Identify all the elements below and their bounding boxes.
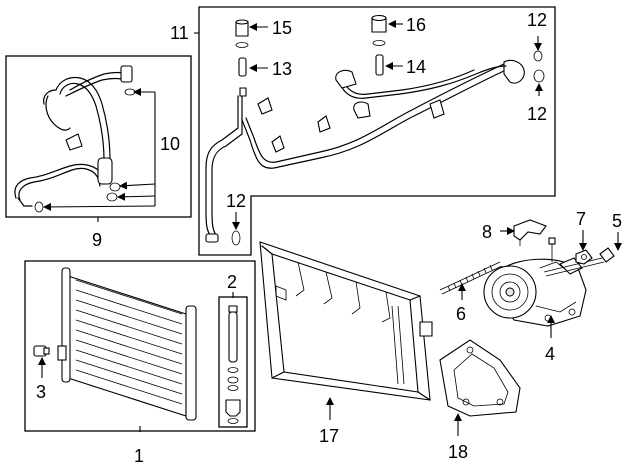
callout-5: 5 [612,211,622,231]
compressor [483,257,587,327]
callout-16: 16 [406,15,426,35]
callout-13: 13 [272,59,292,79]
cap [235,19,249,48]
condenser-fitting [33,345,50,357]
callout-11: 11 [170,23,189,43]
line-group-frame [198,6,556,256]
callout-14: 14 [406,57,426,77]
condenser [57,267,197,421]
callout-2: 2 [227,272,237,292]
service-cap [371,14,387,46]
callout-18: 18 [448,442,468,462]
mount-bracket [439,339,521,417]
callout-12-right: 12 [527,104,547,124]
callout-7: 7 [576,209,586,229]
leader-lines [38,20,622,436]
callout-1: 1 [134,446,144,466]
callout-6: 6 [456,304,466,324]
o-ring [231,50,545,246]
callout-4: 4 [545,344,555,364]
callout-3: 3 [36,382,46,402]
callout-12-top: 12 [527,10,547,30]
callout-12-left: 12 [226,191,246,211]
service-valve [375,54,384,76]
compressor-bolt [543,247,615,277]
callout-17: 17 [319,426,339,446]
ac-line [205,59,525,243]
receiver-dryer-kit [225,305,241,424]
radiator-support [259,241,433,401]
callout-8: 8 [482,222,492,242]
callout-9: 9 [92,230,102,250]
compressor-bracket [513,219,556,262]
callout-10: 10 [160,134,180,154]
callout-15: 15 [272,18,292,38]
charge-valve-core [238,57,247,77]
compressor-nut [575,249,593,265]
compressor-stud [439,261,503,295]
hose-assembly [14,65,136,213]
